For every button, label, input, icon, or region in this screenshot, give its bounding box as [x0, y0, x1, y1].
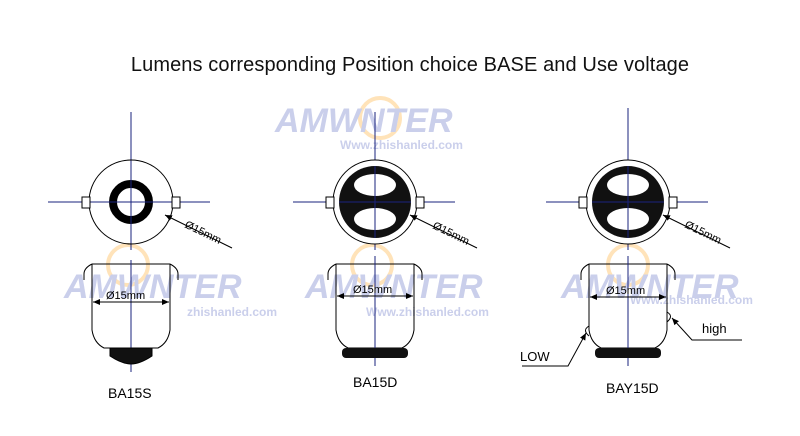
bay15d-pin-right — [668, 196, 678, 209]
bay15d-pin-high-bump — [666, 311, 671, 323]
ba15d-side-contact — [342, 348, 408, 358]
watermark-url: zhishanled.com — [187, 305, 277, 319]
ba15d-top-dim-label: Ø15mm — [431, 220, 471, 248]
watermark-brand: AMWNTER — [304, 268, 483, 306]
ba15d-side-dim-label: Ø15mm — [353, 284, 392, 296]
bay15d-drawing: Ø15mm Ø15mm LOW high BAY15D — [520, 108, 742, 396]
ba15s-side-contact — [109, 347, 153, 365]
bay15d-high-leader — [671, 317, 742, 341]
page-title: Lumens corresponding Position choice BAS… — [130, 54, 690, 76]
bay15d-low-label: LOW — [520, 349, 550, 364]
ba15d-pin-right — [415, 196, 425, 209]
watermark-sun-icon — [350, 243, 394, 287]
watermark-top: AMWNTER Www.zhishanled.com — [274, 96, 463, 152]
watermark-brand: AMWNTER — [274, 102, 453, 140]
watermark-url: Www.zhishanled.com — [340, 138, 463, 152]
ba15s-drawing: Ø15mm Ø15mm BA15S — [48, 112, 233, 401]
bay15d-high-label: high — [702, 321, 727, 336]
bay15d-label: BAY15D — [606, 380, 659, 396]
ba15s-side-shoulder — [83, 263, 179, 280]
watermark-middle: AMWNTER Www.zhishanled.com — [304, 243, 489, 319]
watermark-brand: AMWNTER — [63, 268, 242, 306]
ba15d-pin-left — [325, 196, 335, 209]
ba15d-top-dim-line — [409, 214, 478, 249]
bay15d-side-contact — [595, 348, 661, 358]
ba15s-top-dim-label: Ø15mm — [183, 219, 223, 247]
bay15d-side-shoulder — [580, 263, 676, 280]
watermark-url: Www.zhishanled.com — [366, 305, 489, 319]
bay15d-pin-low-bump — [585, 325, 590, 337]
ba15d-side-shoulder — [327, 263, 423, 280]
ba15d-label: BA15D — [353, 374, 397, 390]
ba15s-side-dim-label: Ø15mm — [106, 290, 145, 302]
watermark-sun-icon — [358, 96, 402, 140]
ba15s-pin-left — [81, 196, 91, 209]
bay15d-top-dim-label: Ø15mm — [683, 219, 723, 247]
watermark-url: Www.zhishanled.com — [630, 293, 753, 307]
ba15s-top-dim-line — [164, 214, 233, 249]
bay15d-pin-left — [578, 196, 588, 209]
ba15s-pin-right — [171, 196, 181, 209]
bay15d-low-leader — [522, 332, 587, 367]
watermark-sun-icon — [106, 243, 150, 287]
bay15d-top-dim-line — [662, 214, 731, 249]
ba15s-label: BA15S — [108, 385, 152, 401]
bay15d-side-dim-label: Ø15mm — [606, 285, 645, 297]
